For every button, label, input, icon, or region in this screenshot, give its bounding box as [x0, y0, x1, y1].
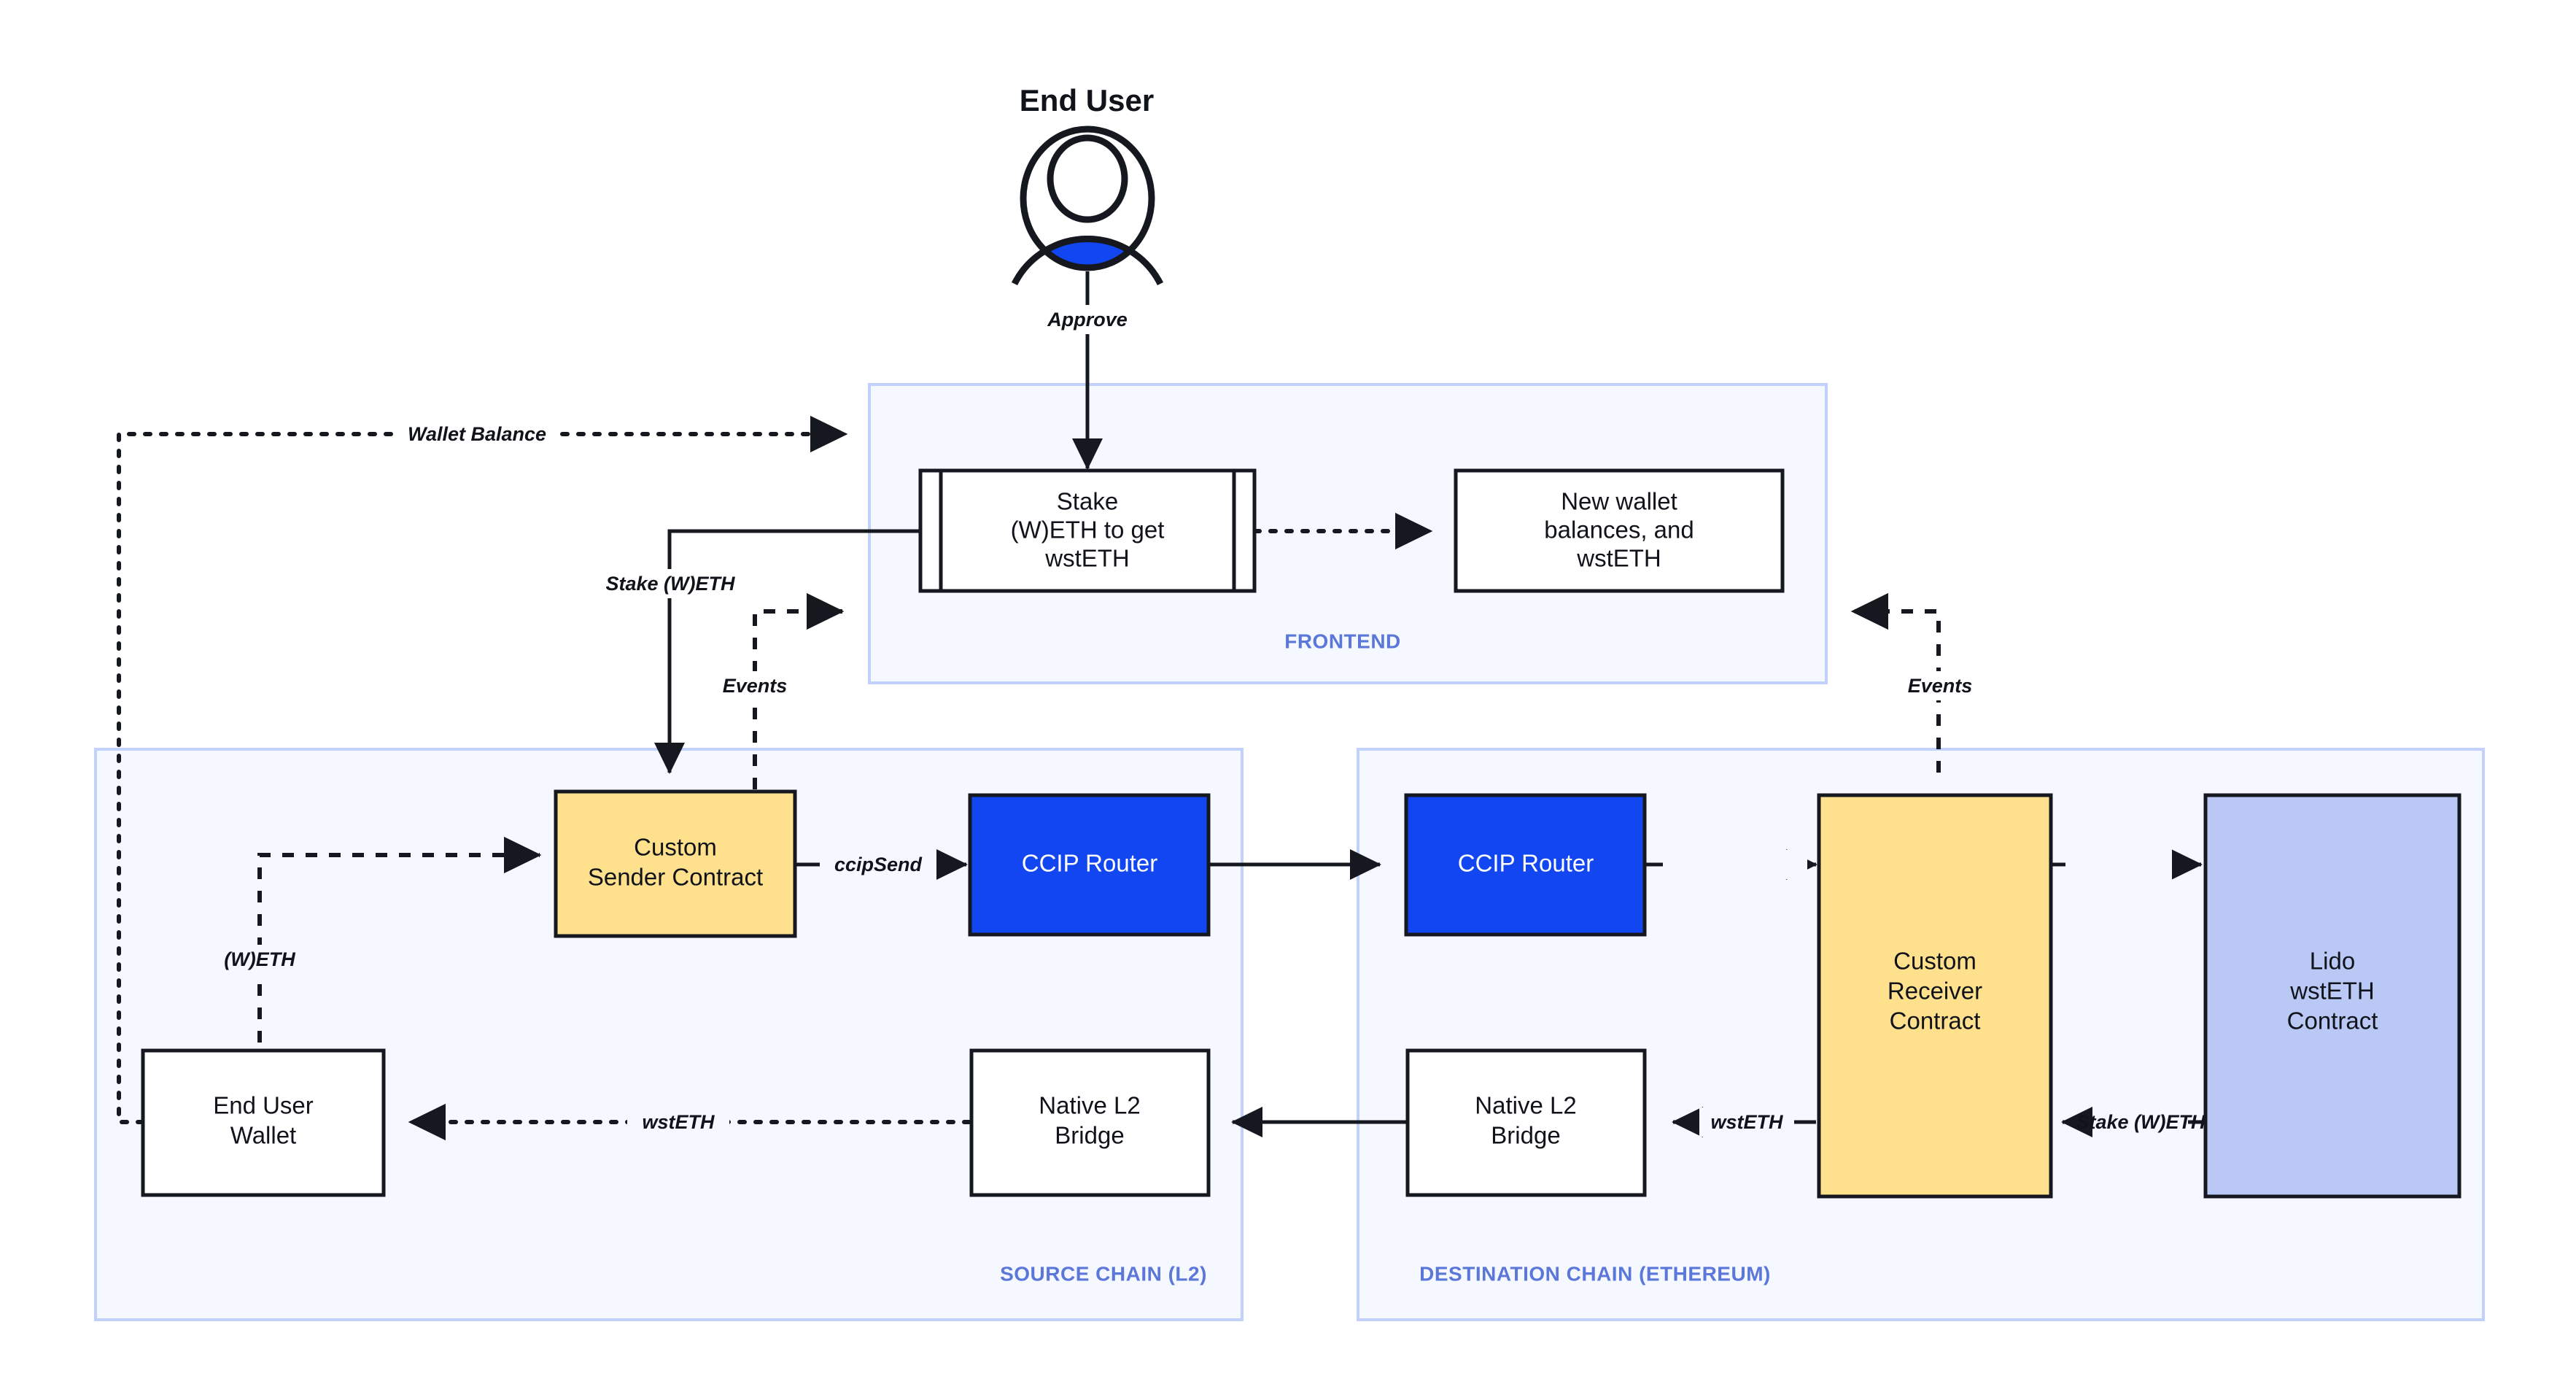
node-label-receiver-contract-line3: Contract	[1890, 1008, 1981, 1034]
node-ccip-router-destination[interactable]: CCIP Router	[1404, 793, 1647, 937]
edge-label-events-destination: Events	[1908, 675, 1973, 697]
edge-events-source: Events	[707, 592, 845, 789]
node-label-sender-contract-line1: Custom	[634, 834, 717, 861]
actor-title: End User	[1020, 83, 1154, 117]
node-new-balances[interactable]: New wallet balances, and wstETH	[1454, 468, 1785, 593]
node-label-bridge-destination-line2: Bridge	[1491, 1122, 1560, 1149]
edge-ccip-receive	[1645, 849, 1818, 880]
edge-stake-weth-destination	[2050, 832, 2203, 899]
node-label-router-destination: CCIP Router	[1458, 850, 1594, 877]
node-label-new-balances-line2: balances, and	[1544, 517, 1694, 544]
edge-label-wsteth-bridge: wstETH	[1710, 1111, 1783, 1133]
edge-approve: Approve	[1036, 271, 1139, 471]
node-ccip-router-source[interactable]: CCIP Router	[968, 793, 1211, 937]
node-label-stake-form-line1: Stake	[1057, 488, 1118, 515]
edge-label-stake-weth: Stake (W)ETH	[605, 573, 735, 595]
group-label-destination-chain: DESTINATION CHAIN (ETHEREUM)	[1419, 1262, 1771, 1285]
edge-label-wsteth-wallet: wstETH	[642, 1111, 715, 1133]
node-native-l2-bridge-source[interactable]: Native L2 Bridge	[969, 1048, 1211, 1197]
edge-wsteth-wallet: wstETH	[408, 1103, 971, 1141]
node-label-bridge-destination-line1: Native L2	[1475, 1092, 1576, 1119]
edge-label-weth: (W)ETH	[224, 948, 295, 970]
group-label-frontend: FRONTEND	[1284, 630, 1401, 652]
node-label-router-source: CCIP Router	[1022, 850, 1157, 877]
node-label-bridge-source-line2: Bridge	[1055, 1122, 1124, 1149]
node-end-user-wallet[interactable]: End User Wallet	[141, 1048, 386, 1197]
edge-label-events-source: Events	[723, 675, 788, 697]
node-custom-sender-contract[interactable]: Custom Sender Contract	[554, 789, 797, 938]
node-label-lido-contract-line3: Contract	[2287, 1008, 2378, 1034]
node-label-bridge-source-line1: Native L2	[1039, 1092, 1140, 1119]
node-label-receiver-contract-line1: Custom	[1893, 948, 1976, 975]
edge-wsteth-lido: Stake (W)ETH	[2060, 1107, 2205, 1137]
node-label-sender-contract-line2: Sender Contract	[588, 864, 763, 891]
node-label-user-wallet-line2: Wallet	[230, 1122, 296, 1149]
node-label-receiver-contract-line2: Receiver	[1888, 978, 1982, 1005]
node-label-user-wallet-line1: End User	[213, 1092, 314, 1119]
edge-label-ccip-send: ccipSend	[834, 854, 923, 875]
node-label-lido-contract-line2: wstETH	[2289, 978, 2375, 1005]
edge-stake-weth: Stake (W)ETH	[597, 529, 919, 775]
edge-label-approve: Approve	[1047, 309, 1128, 330]
user-avatar-icon	[1011, 125, 1164, 286]
edge-wsteth-bridge: wstETH	[1671, 1107, 1816, 1137]
node-native-l2-bridge-destination[interactable]: Native L2 Bridge	[1405, 1048, 1647, 1197]
node-label-stake-form-line3: wstETH	[1044, 545, 1130, 572]
node-label-lido-contract-line1: Lido	[2310, 948, 2355, 975]
edge-label-wsteth-lido: Stake (W)ETH	[2076, 1111, 2205, 1133]
edge-label-wallet-balance: Wallet Balance	[408, 423, 546, 445]
actor-end-user: End User	[1011, 83, 1164, 286]
node-label-new-balances-line3: wstETH	[1576, 545, 1661, 572]
node-stake-form[interactable]: Stake (W)ETH to get wstETH	[918, 468, 1257, 593]
edge-events-destination: Events	[1850, 592, 1987, 773]
edge-wallet-balance: Wallet Balance	[117, 415, 848, 1124]
node-label-stake-form-line2: (W)ETH to get	[1011, 517, 1165, 544]
group-label-source-chain: SOURCE CHAIN (L2)	[1000, 1262, 1207, 1285]
edge-ccip-send: ccipSend	[795, 849, 969, 880]
node-custom-receiver-contract[interactable]: Custom Receiver Contract	[1817, 793, 2053, 1199]
edge-weth: (W)ETH	[216, 836, 542, 1089]
node-lido-wsteth-contract[interactable]: Lido wstETH Contract	[2203, 793, 2461, 1199]
node-label-new-balances-line1: New wallet	[1561, 488, 1677, 515]
